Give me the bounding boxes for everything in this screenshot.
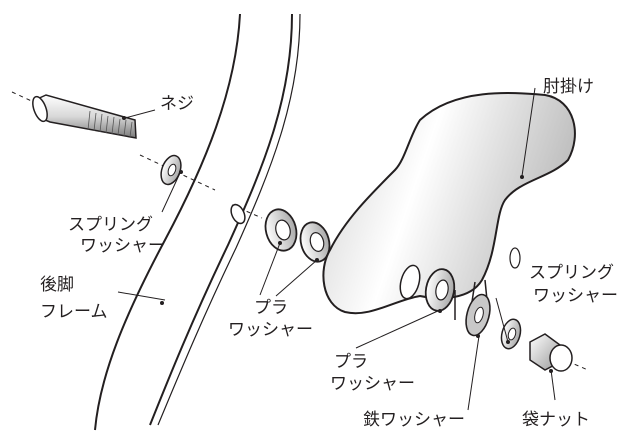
iron-washer-label: 鉄ワッシャー xyxy=(363,410,465,430)
spring-washer-right-label-line1: スプリング xyxy=(529,263,614,283)
rear-leg-frame-label-line2: フレーム xyxy=(40,302,108,322)
spring-washer-left xyxy=(160,154,182,186)
iron-washer xyxy=(465,293,491,337)
screw-part xyxy=(32,94,137,139)
armrest-label: 肘掛け xyxy=(543,77,594,97)
leader-dots xyxy=(122,116,553,373)
screw-label: ネジ xyxy=(160,94,194,114)
cap-nut-label: 袋ナット xyxy=(522,410,590,430)
plastic-washer-low-label-line2: ワッシャー xyxy=(330,374,415,394)
plastic-washers-mid xyxy=(264,208,331,263)
armrest-part xyxy=(322,92,576,320)
plastic-washer-mid-label-line2: ワッシャー xyxy=(228,320,313,340)
leader-lines xyxy=(117,87,556,411)
plastic-washer-low-label-line1: プラ xyxy=(334,352,368,372)
plastic-washer-mid-label-line1: プラ xyxy=(254,298,288,318)
spring-washer-right-label-line2: ワッシャー xyxy=(533,286,618,306)
plastic-washer-low xyxy=(424,268,456,312)
rear-leg-frame-label-line1: 後脚 xyxy=(40,275,74,295)
rear-leg-frame xyxy=(94,13,301,431)
cap-nut xyxy=(529,333,573,372)
spring-washer-left-label-line2: ワッシャー xyxy=(80,236,165,256)
spring-washer-left-label-line1: スプリング xyxy=(68,215,153,235)
